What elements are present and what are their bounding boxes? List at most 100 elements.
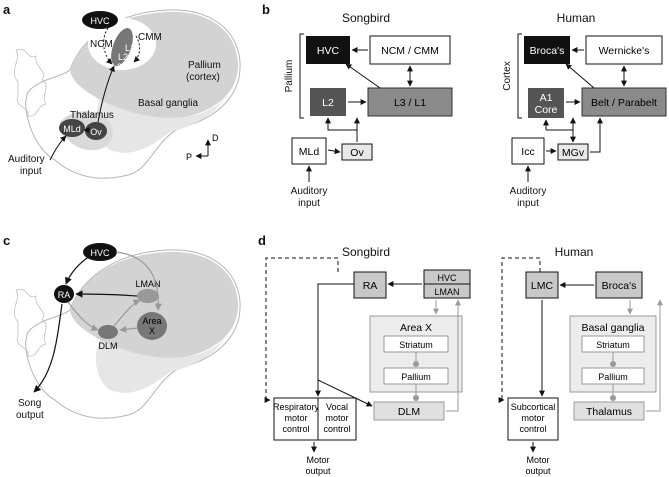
panel-b-wernicke-label: Wernicke's	[599, 45, 650, 57]
panel-d-dashed-feedback	[264, 257, 339, 403]
panel-b-broca-label: Broca's	[530, 45, 565, 57]
panel-a-hvc-label: HVC	[90, 16, 110, 26]
panel-d-bg-label: Basal ganglia	[581, 322, 644, 334]
panel-a-cortex-label: (cortex)	[186, 72, 220, 83]
panel-d-pallidum-label: Pallium	[401, 372, 431, 382]
panel-a: a HVC NCM CMM L1 L2 L3 Pallium (cortex) …	[3, 2, 241, 179]
panel-d-human-inhibitory-dot-1	[610, 361, 616, 367]
panel-b-human-input-label-2: input	[517, 198, 539, 209]
panel-b-a1-box	[528, 88, 564, 118]
panel-d-vocal-box	[317, 397, 357, 441]
panel-c-hvc-areax-arrow	[115, 251, 163, 311]
panel-d-resp-label-1: Respiratory	[273, 402, 320, 412]
panel-d-subcortical-label-2: motor	[521, 413, 544, 423]
panel-a-cmm-label: CMM	[138, 32, 162, 43]
panel-c-areax-node	[137, 312, 167, 340]
panel-b-pallium-label: Pallium	[284, 60, 295, 93]
panel-d-broca-label: Broca's	[602, 280, 637, 292]
panel-d: d Songbird RA HVC LMAN Area X Striatum P…	[258, 233, 663, 476]
panel-d-output-label-1: Motor	[306, 455, 329, 465]
panel-a-ov-node	[85, 122, 107, 140]
panel-d-human-pallidum-label: Pallium	[598, 372, 628, 382]
panel-a-input-label-2: input	[20, 166, 42, 177]
panel-b-mgv-box	[557, 143, 589, 161]
panel-c-lman-node	[137, 289, 159, 303]
panel-b-l3l1-label: L3 / L1	[394, 97, 426, 109]
panel-d-thalamus-broca-arrow	[646, 299, 663, 412]
panel-b-ov-label: Ov	[350, 147, 364, 159]
panel-b-pallium-bracket	[299, 33, 304, 119]
panel-d-human-inhibitory-dot-2	[610, 395, 616, 401]
panel-b-input-label-1: Auditory	[291, 186, 328, 197]
panel-a-thalamus-label: Thalamus	[70, 110, 114, 121]
panel-c-dlm-node	[98, 325, 118, 339]
panel-c-dlm-lman-arrow	[113, 299, 141, 327]
panel-c: c HVC RA LMAN Area X DLM Song output	[3, 233, 241, 421]
panel-a-ov-label: Ov	[90, 127, 102, 137]
panel-d-lman-label: LMAN	[434, 287, 459, 297]
panel-b-wernicke-box	[585, 35, 663, 65]
panel-d-vocal-label-2: motor	[325, 413, 348, 423]
panel-d-dlm-box	[373, 401, 445, 421]
panel-d-ra-box	[353, 271, 387, 299]
panel-d-ra-motor-arrow	[315, 283, 354, 397]
panel-a-pallium-label: Pallium	[188, 60, 221, 71]
panel-d-human-output-label-2: output	[525, 466, 551, 476]
panel-b-icc-box	[511, 137, 545, 165]
panel-c-output-label-2: output	[16, 410, 44, 421]
panel-c-letter: c	[3, 233, 10, 248]
panel-b-hvc-label: HVC	[317, 45, 340, 57]
panel-b-belt-label: Belt / Parabelt	[591, 97, 657, 109]
panel-d-letter: d	[258, 233, 266, 248]
panel-d-resp-label-3: control	[282, 424, 309, 434]
panel-b-belt-box	[581, 87, 667, 117]
panel-a-ov-l2-arrow	[97, 65, 115, 123]
panel-c-areax-dlm-arrow	[119, 325, 139, 333]
panel-a-input-arrow	[49, 135, 67, 161]
panel-d-ra-dlm-arrow	[317, 379, 373, 407]
panel-d-hvc-label: HVC	[437, 273, 457, 283]
panel-a-l3-label: L3	[112, 62, 122, 72]
panel-b-human-input-label-1: Auditory	[510, 186, 547, 197]
panel-b-hvc-box	[306, 36, 350, 64]
panel-b-belt-broca-arrow	[565, 63, 595, 89]
panel-c-output-label-1: Song	[18, 398, 41, 409]
panel-c-hvc-label: HVC	[90, 248, 110, 258]
panel-c-lman-ra-arrow	[75, 290, 138, 298]
panel-d-human-heading: Human	[555, 245, 594, 259]
panel-d-dlm-label: DLM	[398, 406, 420, 418]
panel-b-cortex-label: Cortex	[502, 61, 513, 90]
panel-c-lman-label: LMAN	[135, 279, 160, 289]
panel-b-cortex-bracket	[517, 33, 522, 119]
panel-b-ov-l2-arrow	[325, 117, 357, 131]
panel-a-internal-arrow-1	[103, 27, 113, 65]
panel-b-human-heading: Human	[557, 11, 596, 25]
panel-b-broca-box	[524, 36, 570, 64]
panel-d-human-striatum-label: Striatum	[596, 340, 630, 350]
panel-a-l1-label: L1	[125, 43, 135, 53]
panel-d-human-output-label-1: Motor	[526, 455, 549, 465]
panel-d-dlm-lman-arrow	[446, 299, 461, 412]
panel-b-ncm-box	[369, 35, 451, 65]
panel-a-input-label-1: Auditory	[8, 154, 45, 165]
panel-d-lmc-box	[525, 271, 559, 299]
panel-d-subcortical-box	[507, 397, 559, 441]
panel-c-cerebellum	[13, 288, 47, 357]
panel-b-songbird-heading: Songbird	[342, 11, 390, 25]
panel-d-subcortical-label-1: Subcortical	[511, 402, 556, 412]
panel-b-icc-label: Icc	[521, 146, 534, 158]
panel-a-mld-label: MLd	[63, 124, 81, 134]
panel-d-songbird-heading: Songbird	[342, 245, 390, 259]
panel-b-input-label-2: input	[298, 198, 320, 209]
panel-c-ra-dlm-arrow	[67, 301, 99, 331]
panel-d-thalamus-label: Thalamus	[586, 406, 632, 418]
panel-b: b Songbird Pallium HVC NCM / CMM L2 L3 /…	[262, 2, 667, 209]
panel-a-basal-ganglia-label: Basal ganglia	[138, 98, 198, 109]
panel-b-mld-box	[291, 137, 327, 165]
panel-d-areax-label: Area X	[400, 322, 432, 334]
panel-b-mld-ov-arrow	[327, 148, 341, 155]
panel-b-a1-label-2: Core	[535, 104, 558, 116]
panel-d-output-label-2: output	[305, 466, 331, 476]
panel-b-mgv-belt-connector	[590, 142, 601, 153]
